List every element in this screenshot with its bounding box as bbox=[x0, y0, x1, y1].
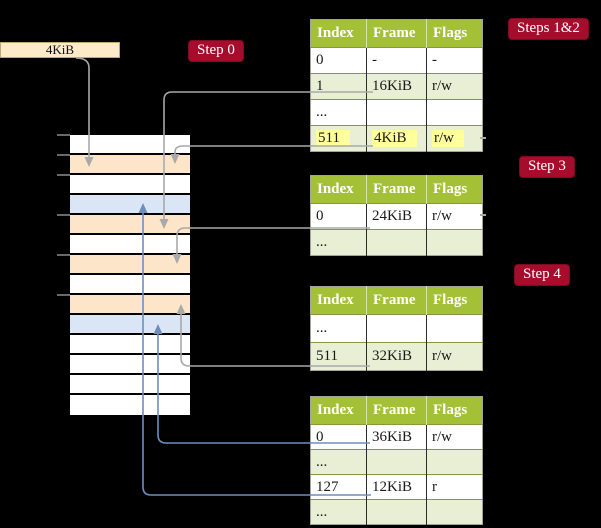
page-table-steps-1-2: Index Frame Flags 0 - - 1 16KiB r/w ... bbox=[310, 19, 483, 152]
column-header-index: Index bbox=[310, 396, 367, 425]
memory-cell-5 bbox=[70, 215, 190, 235]
steps-1-2-label: Steps 1&2 bbox=[508, 18, 589, 40]
table-row: ... bbox=[310, 449, 483, 475]
highlighted-value: r/w bbox=[432, 130, 464, 147]
column-header-flags: Flags bbox=[426, 286, 483, 315]
column-header-frame: Frame bbox=[366, 396, 427, 425]
page-table-step-4: Index Frame Flags ... 511 32KiB r/w bbox=[310, 286, 483, 371]
column-header-frame: Frame bbox=[366, 175, 427, 204]
memory-cell-9 bbox=[70, 295, 190, 315]
table-row: 127 12KiB r bbox=[310, 474, 483, 500]
memory-cell-12 bbox=[70, 355, 190, 375]
column-header-frame: Frame bbox=[366, 286, 427, 315]
table-row: 1 16KiB r/w bbox=[310, 73, 483, 100]
table-header-row: Index Frame Flags bbox=[310, 286, 483, 315]
table-row: ... bbox=[310, 499, 483, 525]
memory-cell-7 bbox=[70, 255, 190, 275]
page-table-step-3: Index Frame Flags 0 24KiB r/w ... bbox=[310, 175, 483, 256]
step-3-label: Step 3 bbox=[519, 156, 575, 178]
column-header-frame: Frame bbox=[366, 19, 427, 48]
column-header-index: Index bbox=[310, 286, 367, 315]
column-header-index: Index bbox=[310, 19, 367, 48]
memory-cell-4 bbox=[70, 195, 190, 215]
table-row: 0 24KiB r/w bbox=[310, 203, 483, 230]
physical-memory-stack bbox=[70, 135, 190, 415]
column-header-flags: Flags bbox=[426, 396, 483, 425]
table-header-row: Index Frame Flags bbox=[310, 175, 483, 204]
memory-cell-10 bbox=[70, 315, 190, 335]
table-row: 511 32KiB r/w bbox=[310, 342, 483, 371]
memory-cell-13 bbox=[70, 375, 190, 395]
page-size-box: 4KiB bbox=[0, 42, 120, 58]
table-row: ... bbox=[310, 229, 483, 256]
memory-cell-6 bbox=[70, 235, 190, 255]
highlighted-value: 511 bbox=[316, 130, 350, 147]
table-row: 0 - - bbox=[310, 47, 483, 74]
highlighted-value: 4KiB bbox=[372, 130, 417, 147]
table-row: 0 36KiB r/w bbox=[310, 424, 483, 450]
memory-cell-11 bbox=[70, 335, 190, 355]
step-4-label: Step 4 bbox=[514, 264, 570, 286]
table-row: ... bbox=[310, 314, 483, 343]
memory-cell-3 bbox=[70, 175, 190, 195]
table-header-row: Index Frame Flags bbox=[310, 396, 483, 425]
table-row: ... bbox=[310, 99, 483, 126]
memory-cell-1 bbox=[70, 135, 190, 155]
page-table-leaf: Index Frame Flags 0 36KiB r/w ... 127 12… bbox=[310, 396, 483, 525]
table-row-highlighted: 511 4KiB r/w bbox=[310, 125, 483, 152]
column-header-flags: Flags bbox=[426, 175, 483, 204]
table-header-row: Index Frame Flags bbox=[310, 19, 483, 48]
column-header-flags: Flags bbox=[426, 19, 483, 48]
step-0-label: Step 0 bbox=[188, 40, 244, 62]
memory-cell-2 bbox=[70, 155, 190, 175]
memory-boundary-ticks bbox=[57, 134, 70, 296]
memory-cell-14 bbox=[70, 395, 190, 415]
column-header-index: Index bbox=[310, 175, 367, 204]
memory-cell-8 bbox=[70, 275, 190, 295]
